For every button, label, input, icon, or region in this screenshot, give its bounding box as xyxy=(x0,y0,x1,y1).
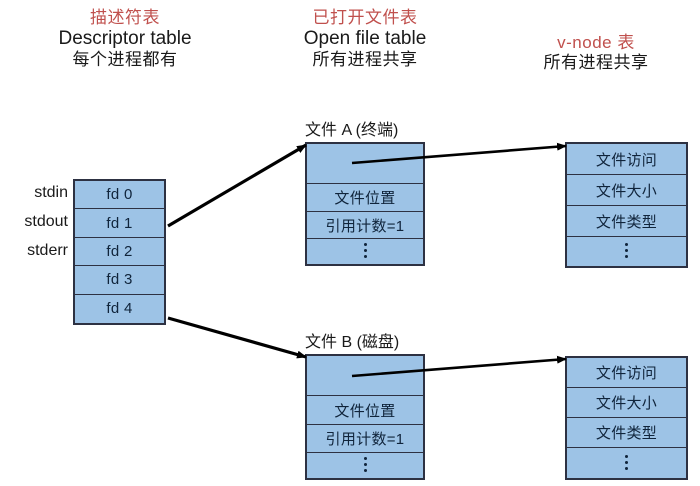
file-b-row-file-position[interactable]: 文件位置 xyxy=(307,396,423,425)
vnode-b-row-ellipsis xyxy=(567,448,686,478)
descriptor-table-heading: 描述符表 Descriptor table 每个进程都有 xyxy=(10,8,240,71)
vnode-entry-a: 文件访问 文件大小 文件类型 xyxy=(565,142,688,268)
vnode-table-heading: v-node 表 所有进程共享 xyxy=(496,33,696,73)
file-a-row-refcount[interactable]: 引用计数=1 xyxy=(307,212,423,239)
vnode-a-row-file-type[interactable]: 文件类型 xyxy=(567,206,686,237)
open-file-table-subtitle-cn: 所有进程共享 xyxy=(312,50,418,70)
vnode-b-row-file-size[interactable]: 文件大小 xyxy=(567,388,686,418)
connector-fd1-to-file-a xyxy=(167,143,307,228)
fd-side-label-stdout: stdout xyxy=(24,213,68,230)
fd-side-label-stderr: stderr xyxy=(27,242,68,259)
open-file-table-heading: 已打开文件表 Open file table 所有进程共享 xyxy=(250,8,480,71)
file-b-row-refcount[interactable]: 引用计数=1 xyxy=(307,425,423,453)
vnode-entry-b: 文件访问 文件大小 文件类型 xyxy=(565,356,688,480)
vnode-a-row-ellipsis xyxy=(567,237,686,266)
vnode-b-row-file-access[interactable]: 文件访问 xyxy=(567,358,686,388)
descriptor-table-title-cn: 描述符表 xyxy=(90,8,160,27)
fd-row-1[interactable]: fd 1 xyxy=(75,209,164,238)
vertical-ellipsis-icon xyxy=(625,240,628,261)
file-b-caption: 文件 B (磁盘) xyxy=(305,334,400,351)
fd-side-label-stdin: stdin xyxy=(34,184,68,201)
vertical-ellipsis-icon xyxy=(363,240,367,261)
file-a-caption: 文件 A (终端) xyxy=(305,122,399,139)
open-file-table-title-cn: 已打开文件表 xyxy=(312,8,418,27)
vnode-b-row-file-type[interactable]: 文件类型 xyxy=(567,418,686,448)
file-a-row-file-position[interactable]: 文件位置 xyxy=(307,184,423,212)
vnode-table-title-cn: v-node 表 xyxy=(557,33,635,52)
open-file-entry-file-a: 文件位置 引用计数=1 xyxy=(305,142,425,266)
descriptor-table: fd 0 fd 1 fd 2 fd 3 fd 4 xyxy=(73,179,166,325)
vertical-ellipsis-icon xyxy=(625,452,628,473)
fd-row-0[interactable]: fd 0 xyxy=(75,181,164,210)
vertical-ellipsis-icon xyxy=(363,454,367,475)
fd-row-4[interactable]: fd 4 xyxy=(75,294,164,323)
fd-row-2[interactable]: fd 2 xyxy=(75,237,164,267)
file-a-row-vnode-pointer[interactable] xyxy=(307,144,423,184)
fd-row-3[interactable]: fd 3 xyxy=(75,266,164,295)
vnode-table-subtitle-cn: 所有进程共享 xyxy=(543,53,649,73)
file-a-row-ellipsis xyxy=(307,239,423,264)
file-b-row-ellipsis xyxy=(307,453,423,478)
descriptor-table-title-en: Descriptor table xyxy=(58,28,192,50)
open-file-table-title-en: Open file table xyxy=(303,28,427,50)
descriptor-table-subtitle-cn: 每个进程都有 xyxy=(72,50,178,70)
open-file-entry-file-b: 文件位置 引用计数=1 xyxy=(305,354,425,480)
file-b-row-vnode-pointer[interactable] xyxy=(307,356,423,396)
connector-fd4-to-file-b xyxy=(167,316,307,359)
vnode-a-row-file-size[interactable]: 文件大小 xyxy=(567,175,686,206)
vnode-a-row-file-access[interactable]: 文件访问 xyxy=(567,144,686,175)
